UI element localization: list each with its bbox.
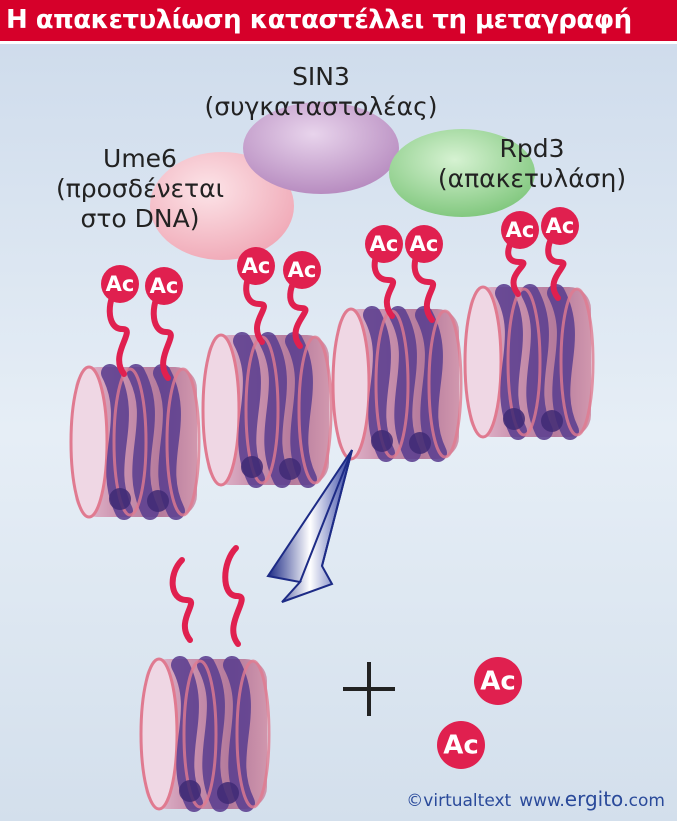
nucleosome: [139, 656, 271, 812]
sin3-role: (συγκαταστολέας): [204, 92, 438, 121]
credit-site-c: .com: [623, 791, 665, 811]
rpd3-label: Rpd3 (απακετυλάση): [412, 134, 652, 194]
ume6-name: Ume6: [103, 144, 177, 173]
ume6-role-line2: στο DNA): [80, 204, 200, 233]
acetyl-group: Ac: [437, 721, 485, 769]
histone-tail: [169, 557, 195, 643]
nucleosome: [201, 332, 333, 488]
acetyl-group: Ac: [237, 247, 275, 285]
diagram-title: Η απακετυλίωση καταστέλλει τη μεταγραφή: [6, 5, 632, 35]
acetyl-group: Ac: [405, 225, 443, 263]
ume6-protein: [150, 152, 294, 260]
sin3-label: SIN3 (συγκαταστολέας): [186, 62, 456, 122]
title-bar: Η απακετυλίωση καταστέλλει τη μεταγραφή: [0, 0, 677, 44]
credit-line: ©virtualtext www.ergito.com: [406, 787, 665, 811]
ume6-label: Ume6 (προσδένεται στο DNA): [40, 144, 240, 234]
histone-tail: [222, 545, 245, 647]
histone-tail: [150, 283, 174, 381]
svg-text:Ac: Ac: [443, 731, 479, 761]
sin3-protein: [243, 102, 399, 194]
svg-text:Ac: Ac: [506, 218, 535, 242]
nucleosome: [463, 284, 595, 440]
credit-site-a: www.: [519, 791, 565, 811]
svg-text:Ac: Ac: [150, 274, 179, 298]
transition-arrow: [266, 449, 353, 603]
ume6-role-line1: (προσδένεται: [55, 174, 225, 203]
svg-text:Ac: Ac: [370, 232, 399, 256]
acetyl-group: Ac: [101, 265, 139, 303]
acetyl-group: Ac: [283, 251, 321, 289]
acetyl-group: Ac: [145, 267, 183, 305]
plus-sign: [343, 662, 395, 716]
credit-site-b: ergito: [564, 787, 624, 811]
acetyl-group: Ac: [541, 207, 579, 245]
svg-text:Ac: Ac: [288, 258, 317, 282]
svg-text:Ac: Ac: [106, 272, 135, 296]
rpd3-name: Rpd3: [499, 134, 565, 163]
svg-text:Ac: Ac: [242, 254, 271, 278]
svg-text:Ac: Ac: [410, 232, 439, 256]
nucleosome: [331, 306, 463, 462]
rpd3-role: (απακετυλάση): [437, 164, 627, 193]
svg-text:Ac: Ac: [480, 667, 516, 697]
sin3-name: SIN3: [292, 62, 350, 91]
rpd3-protein: [389, 129, 535, 217]
svg-text:Ac: Ac: [546, 214, 575, 238]
acetyl-group: Ac: [501, 211, 539, 249]
nucleosome: [69, 364, 201, 520]
acetyl-group: Ac: [365, 225, 403, 263]
credit-prefix: ©virtualtext: [406, 791, 512, 811]
acetyl-group: Ac: [474, 657, 522, 705]
